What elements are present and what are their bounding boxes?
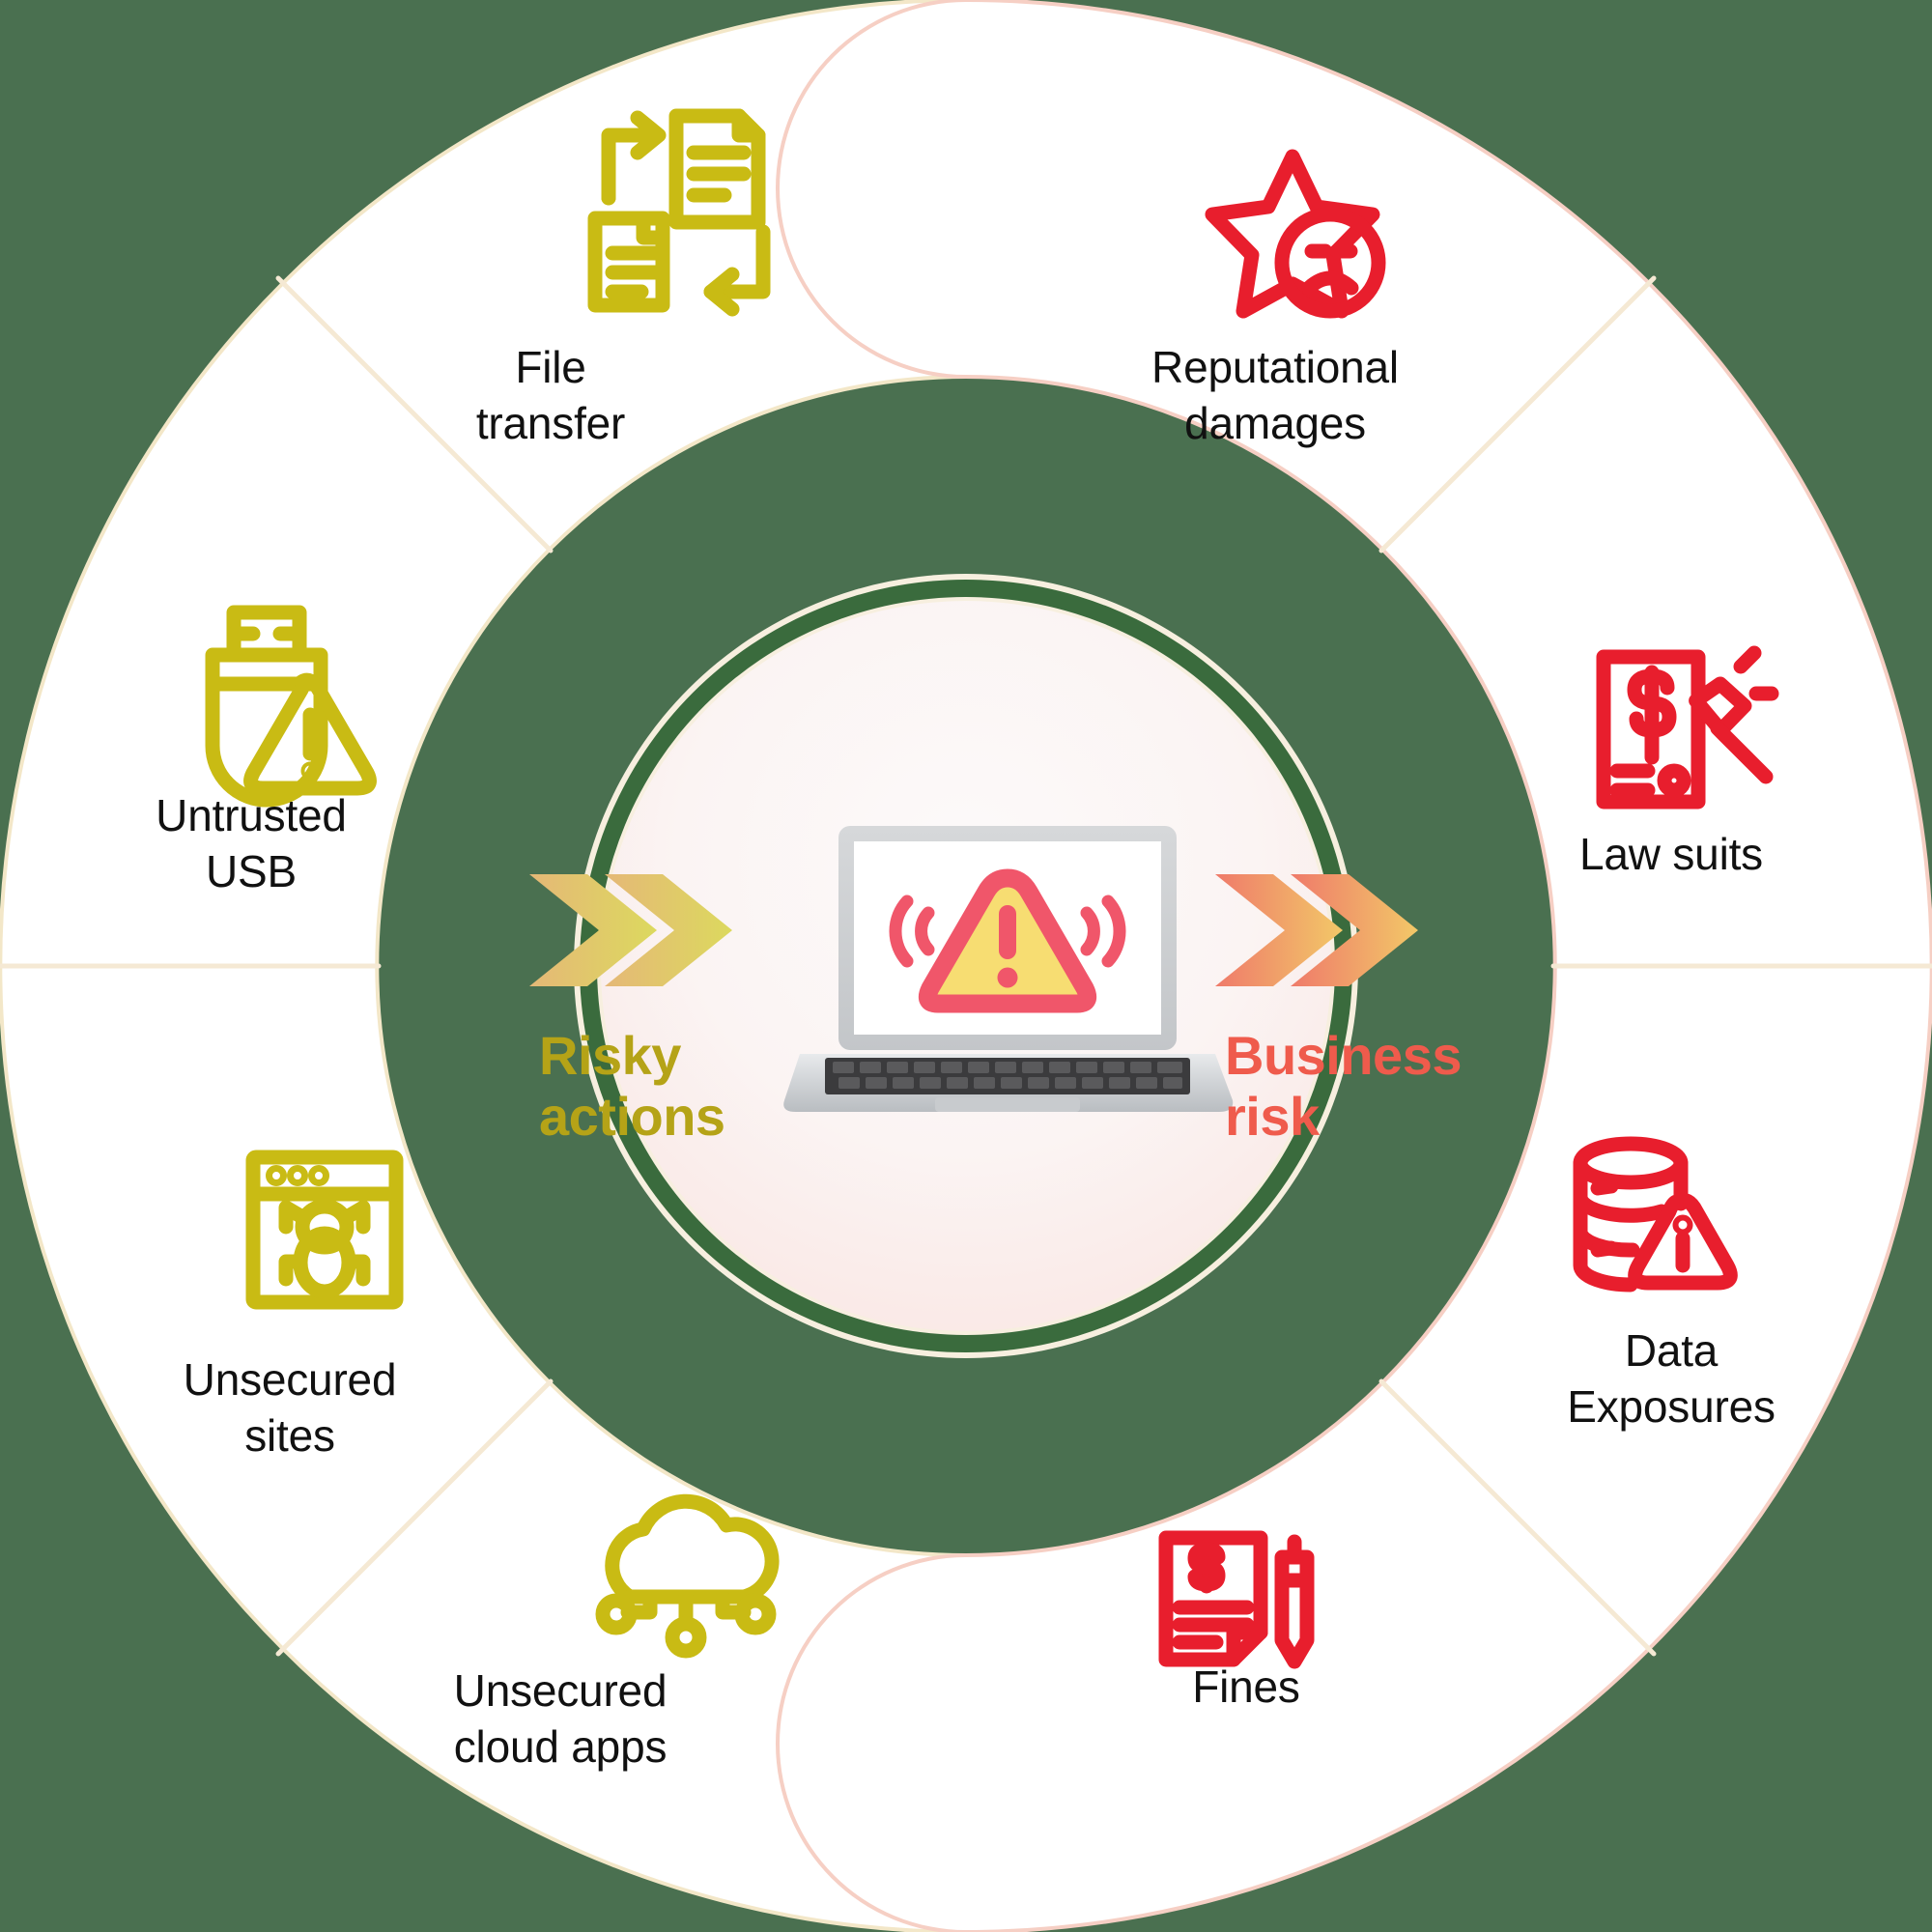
- browser-bug-icon: [245, 1150, 404, 1310]
- segment-dividers: [0, 275, 1932, 1657]
- right-chevron-icon: [1215, 874, 1418, 986]
- file-transfer-icon: [587, 108, 771, 317]
- invoice-pen-icon: [1158, 1530, 1315, 1669]
- database-alert-icon: [1573, 1136, 1738, 1293]
- left-chevron-icon: [529, 874, 732, 986]
- laptop-with-warning-alert: [783, 826, 1234, 1112]
- usb-warning-icon: [205, 605, 377, 808]
- center-label-business-risk: Business risk: [1225, 1025, 1463, 1147]
- center-label-risky-actions: Risky actions: [539, 1025, 725, 1147]
- star-sad-face-icon: [1205, 149, 1386, 319]
- gavel-document-icon: [1596, 645, 1779, 810]
- cloud-network-icon: [595, 1493, 780, 1659]
